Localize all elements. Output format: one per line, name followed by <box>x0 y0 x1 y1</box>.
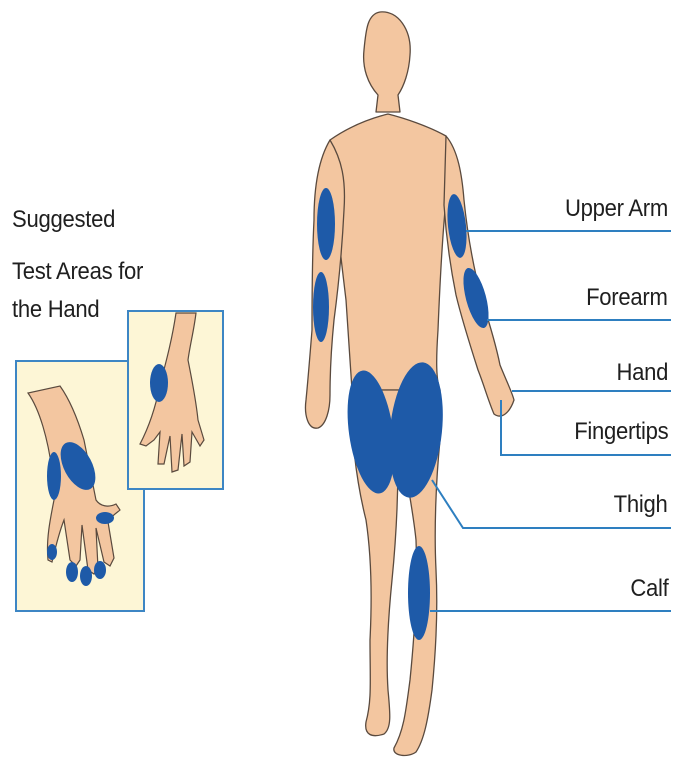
head <box>364 12 411 112</box>
thumb-tip-area <box>96 512 114 524</box>
hand-title-line-2: Test Areas for <box>12 258 143 286</box>
hand-title-line-1: Suggested <box>12 206 115 234</box>
label-fingertips: Fingertips <box>574 418 668 446</box>
label-upper-arm: Upper Arm <box>565 195 668 223</box>
fingertip-area-1 <box>47 544 57 560</box>
right-arm <box>444 136 514 416</box>
label-forearm: Forearm <box>586 284 668 312</box>
hand-inset-back <box>128 311 223 489</box>
palm-test-area-side <box>47 452 61 500</box>
label-thigh: Thigh <box>614 491 668 519</box>
left-upper-arm-area <box>317 188 335 260</box>
hand-inset-palm <box>16 361 144 611</box>
left-forearm-area <box>313 272 329 342</box>
label-hand: Hand <box>616 359 668 387</box>
torso <box>330 114 450 390</box>
hand-side-test-area <box>150 364 168 402</box>
fingertip-area-4 <box>94 561 106 579</box>
fingertip-area-2 <box>66 562 78 582</box>
fingertip-area-3 <box>80 566 92 586</box>
hand-title-line-3: the Hand <box>12 296 99 324</box>
calf-area <box>408 546 430 640</box>
label-calf: Calf <box>630 575 668 603</box>
